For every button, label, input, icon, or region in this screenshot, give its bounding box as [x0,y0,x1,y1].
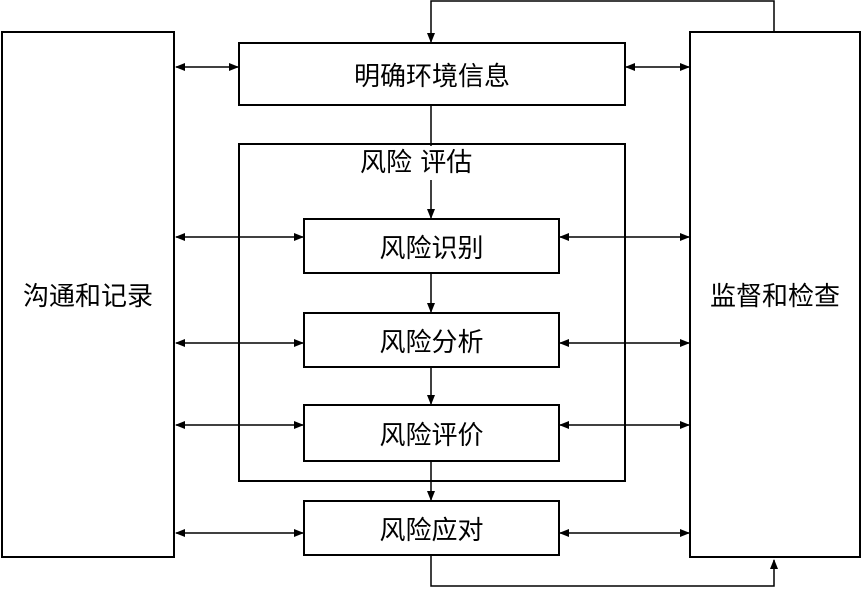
communication-record-label: 沟通和记录 [22,282,153,312]
risk-evaluation-box: 风险评价 [303,404,560,462]
monitoring-review-label: 监督和检查 [709,282,840,312]
risk-identification-label: 风险识别 [379,233,484,264]
feedback-arrow-bottom [430,556,778,587]
establish-context-box: 明确环境信息 [238,42,626,106]
risk-treatment-box: 风险应对 [303,500,560,556]
risk-assessment-title: 风险 评估 [360,146,473,180]
establish-context-label: 明确环境信息 [353,61,510,92]
risk-identification-box: 风险识别 [303,218,560,274]
risk-assessment-frame [238,143,626,482]
feedback-arrow-top [427,0,775,43]
risk-treatment-label: 风险应对 [379,515,484,546]
monitoring-review-box: 监督和检查 [689,31,861,558]
risk-analysis-label: 风险分析 [379,327,484,358]
risk-evaluation-label: 风险评价 [379,420,484,451]
risk-analysis-box: 风险分析 [303,312,560,368]
communication-record-box: 沟通和记录 [1,31,175,558]
